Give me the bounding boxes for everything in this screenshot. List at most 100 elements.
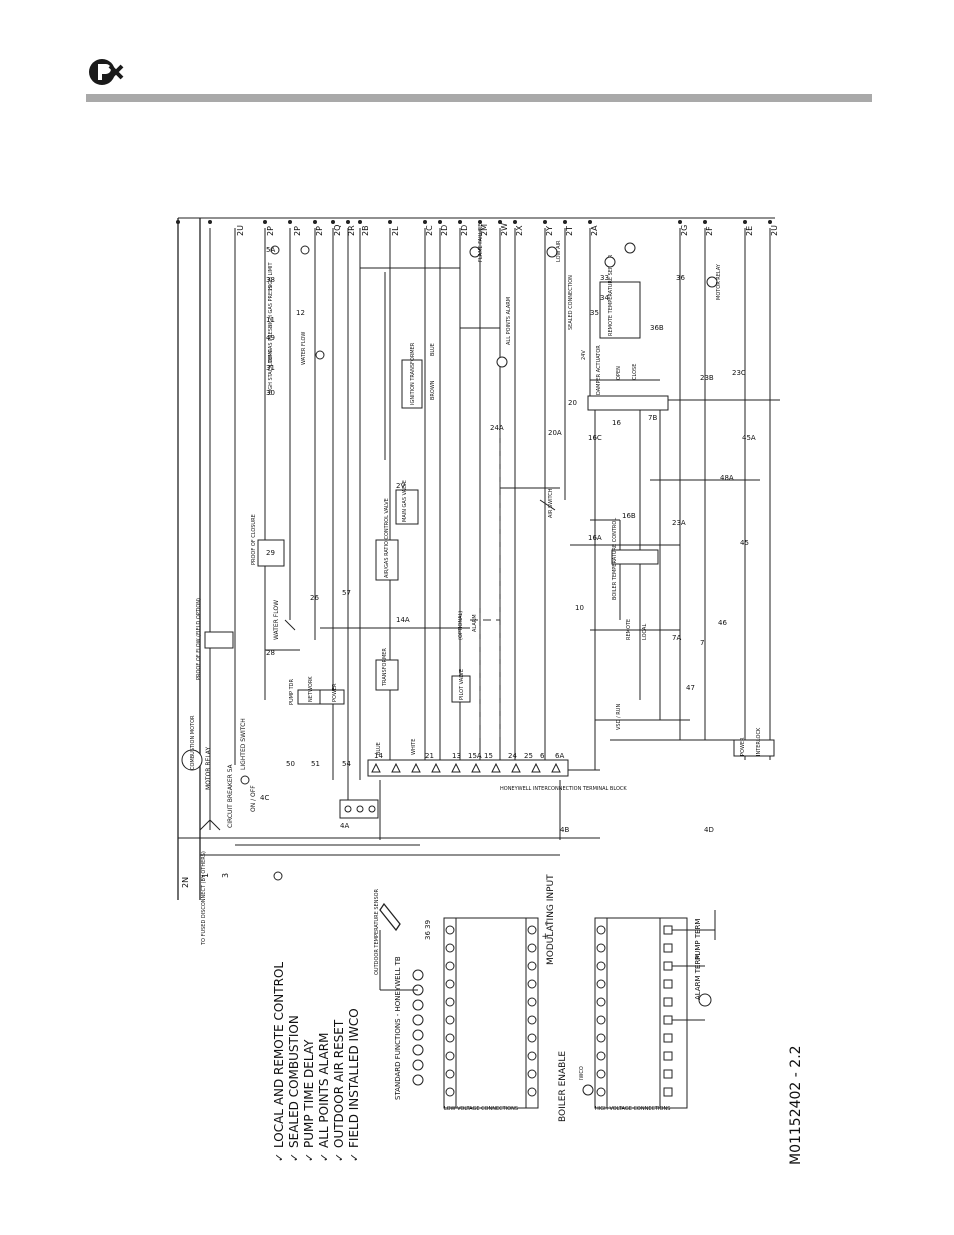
damper-actuator-box: [587, 395, 669, 411]
lighted-switch-icon: [240, 775, 250, 785]
svg-text:6: 6: [540, 752, 545, 760]
svg-text:4B: 4B: [560, 826, 569, 834]
water-flow-label: WATER FLOW: [273, 600, 280, 640]
wire-label: 2X: [515, 225, 524, 236]
sealed-connection-label: SEALED CONNECTION: [568, 275, 574, 330]
svg-text:11: 11: [266, 316, 275, 324]
wire-label: 2C: [425, 225, 434, 236]
svg-text:15: 15: [484, 752, 493, 760]
proof-of-closure-box: [257, 539, 285, 567]
all-points-alarm-icon: [496, 356, 508, 368]
svg-text:49: 49: [266, 334, 275, 342]
header-rule: [86, 94, 872, 102]
svg-text:✓: ✓: [288, 1153, 301, 1162]
terminal-blue-label: BLUE: [376, 742, 382, 755]
svg-text:33: 33: [600, 274, 609, 282]
low-gas-press-label: LOW GAS PRESS: [268, 325, 274, 366]
alarm-term-label: ALARM TERM: [694, 954, 702, 1000]
wire-label: 2P: [266, 226, 275, 236]
air-switch-label: AIR SWITCH: [548, 488, 554, 518]
relay-contact-icon: [356, 805, 364, 813]
network-label: NETWORK: [308, 676, 314, 702]
power-label-2: POWER: [740, 737, 746, 756]
sensor-lamp-icon-2: [624, 242, 636, 254]
svg-text:29: 29: [266, 549, 275, 557]
terminal-block-label: HONEYWELL INTERCONNECTION TERMINAL BLOCK: [500, 786, 627, 792]
network-box: [319, 689, 345, 705]
wire-label: 2F: [705, 226, 714, 236]
wire-label: 2M: [480, 224, 489, 236]
air-gas-ratio-label: AIR/GAS RATIO CONTROL VALVE: [384, 498, 390, 578]
wire-label: 2W: [500, 223, 509, 236]
svg-text:26: 26: [310, 594, 319, 602]
svg-text:7B: 7B: [648, 414, 657, 422]
motor-relay-2-icon: [706, 276, 718, 288]
outdoor-sensor-symbol: [379, 902, 401, 932]
air-switch-symbol: [539, 499, 556, 511]
svg-text:25: 25: [524, 752, 533, 760]
low-air-icon: [546, 246, 558, 258]
wire-label: 2T: [565, 226, 574, 236]
proof-of-flow-box: [204, 631, 234, 649]
note-2: SEALED COMBUSTION: [287, 1015, 301, 1148]
gas-lamp-icon: [300, 245, 310, 255]
water-flow-switch: [284, 619, 296, 631]
svg-text:7: 7: [700, 639, 704, 647]
remote-sensor-label: REMOTE TEMPERATURE SENSOR: [608, 254, 614, 336]
svg-text:16C: 16C: [588, 434, 602, 442]
top-terminal-row: 2U 2P 2P 2P 2Q 2R 2B 2L 2C 2D 2D 2M 2W 2…: [176, 220, 779, 236]
svg-text:✓: ✓: [333, 1153, 346, 1162]
temperature-control-label: BOILER TEMPERATURE CONTROL: [612, 518, 618, 600]
svg-text:45A: 45A: [742, 434, 756, 442]
note-5: OUTDOOR AIR RESET: [332, 1019, 346, 1148]
svg-text:2V: 2V: [396, 482, 405, 490]
svg-text:50: 50: [286, 760, 295, 768]
svg-text:15A: 15A: [468, 752, 482, 760]
wire-label: 3: [221, 873, 230, 878]
high-limit-label: HIGH LIMIT: [268, 261, 274, 290]
svg-text:20: 20: [568, 399, 577, 407]
remote-label: REMOTE: [626, 619, 632, 640]
svg-text:36: 36: [676, 274, 685, 282]
svg-text:10: 10: [575, 604, 584, 612]
proof-of-closure-label: PROOF OF CLOSURE: [251, 514, 257, 565]
low-air-label: LOW AIR: [556, 240, 562, 262]
open-label: OPEN: [616, 366, 622, 380]
motor-relay-2-label: MOTOR RELAY: [716, 263, 722, 300]
svg-text:21: 21: [425, 752, 434, 760]
note-1: LOCAL AND REMOTE CONTROL: [272, 962, 286, 1148]
svg-text:30: 30: [266, 389, 275, 397]
svg-text:7A: 7A: [672, 634, 681, 642]
sensor-lamp-icon: [604, 256, 616, 268]
combustion-motor-icon: [181, 749, 203, 771]
plus-label: +: [541, 932, 551, 940]
svg-text:34: 34: [600, 294, 609, 302]
local-label: LOCAL: [642, 624, 648, 640]
company-logo: [89, 59, 124, 85]
svg-text:36B: 36B: [650, 324, 664, 332]
minus-label: -: [541, 922, 551, 925]
main-gas-valve-label: MAIN GAS VALVE: [402, 480, 408, 522]
optional-label: (OPTIONAL): [458, 611, 464, 640]
wire-label: 2P: [293, 226, 302, 236]
svg-text:✓: ✓: [303, 1153, 316, 1162]
note-3: PUMP TIME DELAY: [302, 1039, 316, 1148]
svg-text:24: 24: [508, 752, 517, 760]
drawing-number: M01152402 - 2.2: [788, 1045, 804, 1165]
circuit-breaker-label: CIRCUIT BREAKER 5A: [227, 763, 234, 828]
wire-label: 2U: [236, 225, 245, 236]
svg-text:4A: 4A: [340, 822, 349, 830]
alarm-term-icon: [698, 993, 712, 1007]
flame-failure-icon: [469, 246, 481, 258]
svg-text:28: 28: [266, 649, 275, 657]
svg-text:✓: ✓: [348, 1153, 361, 1162]
high-voltage-label: HIGH VOLTAGE CONNECTIONS: [595, 1106, 670, 1112]
brown-label: BROWN: [430, 380, 436, 400]
wire-label: 2G: [680, 225, 689, 236]
svg-text:24A: 24A: [490, 424, 504, 432]
wire-label: 2B: [361, 225, 370, 236]
svg-text:4D: 4D: [704, 826, 714, 834]
svg-text:46: 46: [718, 619, 727, 627]
svg-text:47: 47: [686, 684, 695, 692]
